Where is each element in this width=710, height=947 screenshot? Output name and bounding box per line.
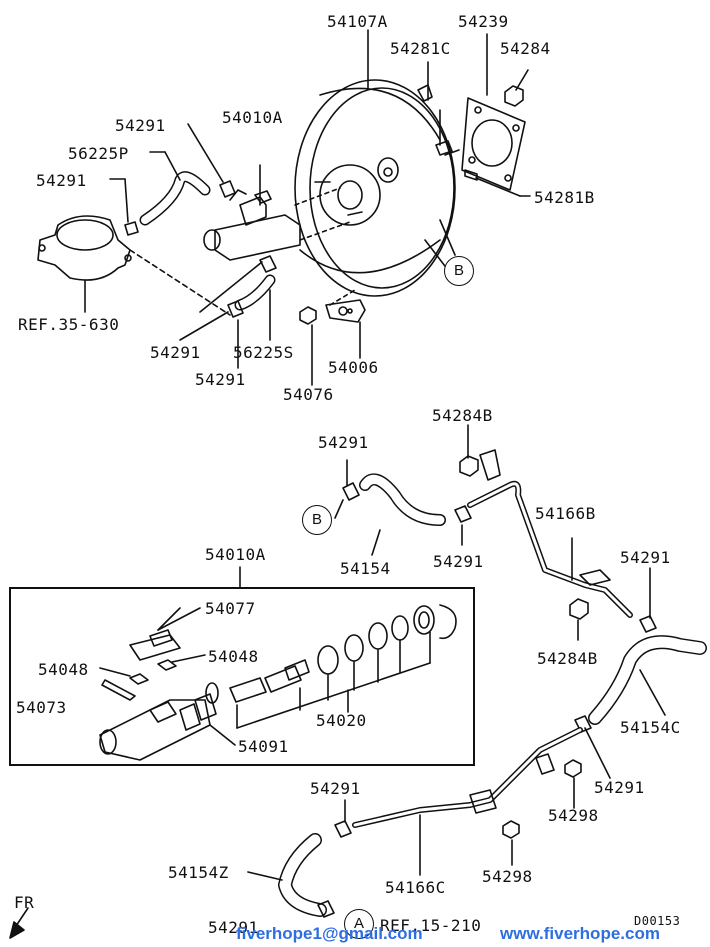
callout-b-mid: B <box>302 505 332 535</box>
label-54291-g: 54291 <box>620 548 671 567</box>
label-54291-j: 54291 <box>208 918 259 937</box>
reservoir <box>37 215 132 281</box>
label-54154Z: 54154Z <box>168 863 229 882</box>
label-54284B-mid: 54284B <box>537 649 598 668</box>
label-54073: 54073 <box>16 698 67 717</box>
label-54298-b: 54298 <box>482 867 533 886</box>
label-54006: 54006 <box>328 358 379 377</box>
label-54291-e: 54291 <box>318 433 369 452</box>
label-54281B: 54281B <box>534 188 595 207</box>
label-54154: 54154 <box>340 559 391 578</box>
label-56225P: 56225P <box>68 144 129 163</box>
master-cylinder-exploded <box>99 604 457 761</box>
label-54284B-top: 54284B <box>432 406 493 425</box>
label-54077: 54077 <box>205 599 256 618</box>
label-54298-a: 54298 <box>548 806 599 825</box>
callout-a: A <box>344 909 374 939</box>
label-54166B: 54166B <box>535 504 596 523</box>
label-54291-i: 54291 <box>310 779 361 798</box>
label-54091: 54091 <box>238 737 289 756</box>
master-cylinder-top <box>203 164 301 261</box>
inset-frame <box>9 587 475 766</box>
label-54281C: 54281C <box>390 39 451 58</box>
label-ref-35-630: REF.35-630 <box>18 315 120 334</box>
watermark-email: fiverhope1@gmail.com <box>236 924 423 943</box>
label-54020: 54020 <box>316 711 367 730</box>
label-54291-c: 54291 <box>150 343 201 362</box>
label-54291-a: 54291 <box>115 116 166 135</box>
label-54048-b: 54048 <box>208 647 259 666</box>
watermark-site: www.fiverhope.com <box>500 924 660 943</box>
label-54291-b: 54291 <box>36 171 87 190</box>
drawing-code: D00153 <box>634 914 681 928</box>
callout-b-top: B <box>444 256 474 286</box>
label-fr: FR <box>14 893 35 912</box>
label-56225S: 56225S <box>233 343 294 362</box>
label-54048-a: 54048 <box>38 660 89 679</box>
label-54107A: 54107A <box>327 12 388 31</box>
label-54076: 54076 <box>283 385 334 404</box>
label-54291-f: 54291 <box>433 552 484 571</box>
label-54291-d: 54291 <box>195 370 246 389</box>
gasket-54239 <box>461 97 526 191</box>
label-54166C: 54166C <box>385 878 446 897</box>
label-54284: 54284 <box>500 39 551 58</box>
label-ref-15-210: REF.15-210 <box>380 916 482 935</box>
label-54010A-top: 54010A <box>222 108 283 127</box>
label-54154C: 54154C <box>620 718 681 737</box>
label-54010A-box: 54010A <box>205 545 266 564</box>
brake-booster <box>294 79 456 297</box>
label-54239: 54239 <box>458 12 509 31</box>
label-54291-h: 54291 <box>594 778 645 797</box>
